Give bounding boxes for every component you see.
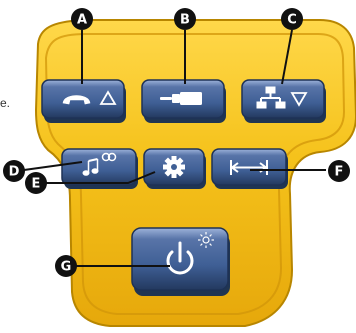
callout-e-label: E <box>32 177 41 192</box>
callout-f: F <box>328 160 350 182</box>
callout-f-label: F <box>335 165 344 180</box>
power-button[interactable] <box>132 228 230 296</box>
stray-text: e. <box>0 96 10 110</box>
callout-g: G <box>55 255 77 277</box>
callout-d: D <box>3 160 25 182</box>
callout-c-label: C <box>287 13 297 28</box>
connector-button[interactable] <box>142 80 226 123</box>
callout-e: E <box>25 172 47 194</box>
settings-button[interactable] <box>144 149 206 189</box>
callout-b: B <box>174 8 196 30</box>
callout-d-label: D <box>9 165 20 180</box>
callout-c: C <box>281 8 303 30</box>
phone-button[interactable] <box>42 80 126 123</box>
callout-a: A <box>71 8 93 30</box>
gear-icon <box>163 156 185 178</box>
callout-g-label: G <box>61 260 72 275</box>
callout-b-label: B <box>180 13 190 28</box>
callout-a-label: A <box>77 13 87 28</box>
network-button[interactable] <box>242 80 326 123</box>
